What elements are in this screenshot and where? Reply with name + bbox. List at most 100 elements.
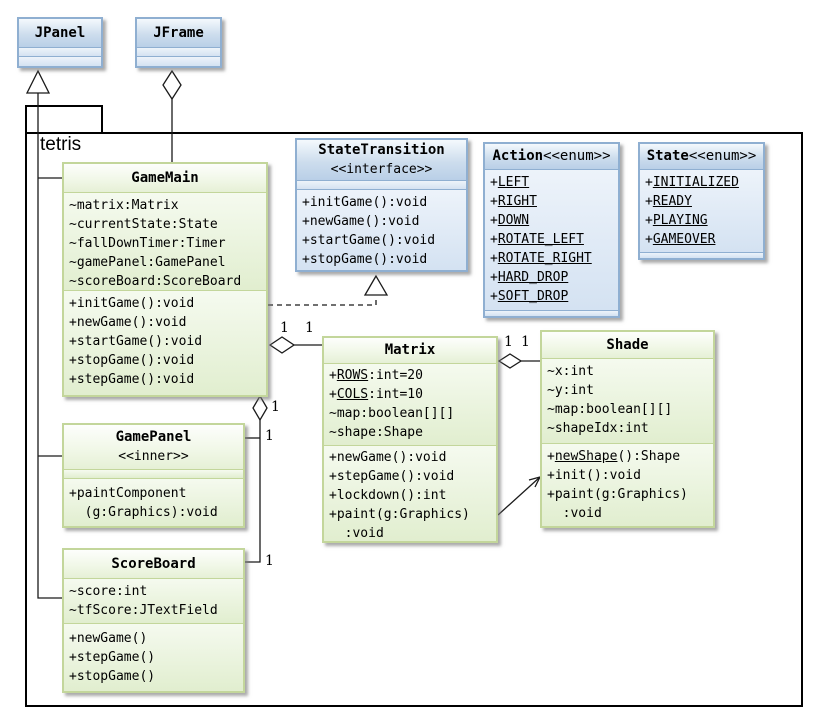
stereotype-inner: <<inner>> xyxy=(118,449,189,464)
interface-statetransition-methods: +initGame():void +newGame():void +startG… xyxy=(297,189,466,270)
method-row: +stopGame() xyxy=(69,669,156,684)
class-scoreboard-attrs: ~score:int ~tfScore:JTextField xyxy=(64,578,243,623)
enum-state[interactable]: State<<enum>> +INITIALIZED +READY +PLAYI… xyxy=(638,142,765,260)
attr-row: ~map:boolean[][] xyxy=(329,406,455,421)
class-matrix-name: Matrix xyxy=(324,338,496,363)
attr-row: ~scoreBoard:ScoreBoard xyxy=(69,274,242,289)
multiplicity-scoreboard-end: 1 xyxy=(265,553,274,569)
class-matrix-attrs: +ROWS:int=20 +COLS:int=10 ~map:boolean[]… xyxy=(324,363,496,445)
method-row: +stepGame():void xyxy=(329,469,455,484)
enum-state-literals: +INITIALIZED +READY +PLAYING +GAMEOVER xyxy=(640,169,763,252)
class-scoreboard[interactable]: ScoreBoard ~score:int ~tfScore:JTextFiel… xyxy=(62,548,245,693)
enum-action-name: Action<<enum>> xyxy=(485,144,618,169)
enum-action-literals: +LEFT +RIGHT +DOWN +ROTATE_LEFT +ROTATE_… xyxy=(485,169,618,310)
class-jframe-name: JFrame xyxy=(137,19,220,47)
attr-row: ~tfScore:JTextField xyxy=(69,603,218,618)
method-row: +startGame():void xyxy=(69,334,203,349)
attr-row: ~gamePanel:GamePanel xyxy=(69,255,226,270)
class-jframe-methods xyxy=(137,56,220,66)
class-jpanel-name: JPanel xyxy=(19,19,101,47)
class-shade-methods: +newShape():Shape +init():void +paint(g:… xyxy=(542,443,713,526)
multiplicity-matrix-shade-dst: 1 xyxy=(521,334,530,350)
interface-statetransition-attrs xyxy=(297,180,466,189)
method-row: +stepGame():void xyxy=(69,372,195,387)
class-gamepanel-name: GamePanel <<inner>> xyxy=(64,425,243,469)
class-scoreboard-methods: +newGame() +stepGame() +stopGame() xyxy=(64,623,243,691)
class-gamemain-methods: +initGame():void +newGame():void +startG… xyxy=(64,290,266,395)
class-shade-attrs: ~x:int ~y:int ~map:boolean[][] ~shapeIdx… xyxy=(542,358,713,443)
enum-literal: +GAMEOVER xyxy=(645,232,716,247)
class-scoreboard-name: ScoreBoard xyxy=(64,550,243,578)
method-row: :void xyxy=(547,506,602,521)
attr-row: ~currentState:State xyxy=(69,217,218,232)
enum-literal: +READY xyxy=(645,194,692,209)
method-row: +stopGame():void xyxy=(69,353,195,368)
attr-row: ~y:int xyxy=(547,383,594,398)
class-jpanel[interactable]: JPanel xyxy=(17,17,103,68)
method-row: +stopGame():void xyxy=(302,252,428,267)
class-jframe[interactable]: JFrame xyxy=(135,17,222,68)
method-row: +initGame():void xyxy=(69,296,195,311)
attr-row: +COLS:int=10 xyxy=(329,387,423,402)
method-row: +paint(g:Graphics) xyxy=(547,487,688,502)
multiplicity-matrix-shade-src: 1 xyxy=(504,334,513,350)
attr-row: ~shapeIdx:int xyxy=(547,421,649,436)
method-row: +lockdown():int xyxy=(329,488,447,503)
package-name: tetris xyxy=(40,134,82,155)
class-shade-name: Shade xyxy=(542,332,713,358)
class-gamemain[interactable]: GameMain ~matrix:Matrix ~currentState:St… xyxy=(62,162,268,397)
multiplicity-gamemain-matrix-dst: 1 xyxy=(305,320,314,336)
attr-row: ~x:int xyxy=(547,364,594,379)
method-row: +stepGame() xyxy=(69,650,156,665)
generalization-triangle-icon xyxy=(25,69,51,94)
class-gamepanel[interactable]: GamePanel <<inner>> +paintComponent (g:G… xyxy=(62,423,245,528)
multiplicity-gamemain-children: 1 xyxy=(271,399,280,415)
attr-row: ~map:boolean[][] xyxy=(547,402,673,417)
method-row: +newGame():void xyxy=(329,450,447,465)
enum-literal: +LEFT xyxy=(490,175,530,190)
class-shade[interactable]: Shade ~x:int ~y:int ~map:boolean[][] ~sh… xyxy=(540,330,715,528)
enum-literal: +INITIALIZED xyxy=(645,175,739,190)
attr-row: ~fallDownTimer:Timer xyxy=(69,236,226,251)
multiplicity-gamemain-matrix-src: 1 xyxy=(280,320,289,336)
enum-action-methods xyxy=(485,310,618,316)
class-jpanel-attrs xyxy=(19,47,101,56)
class-jpanel-methods xyxy=(19,56,101,66)
method-row: +newGame() xyxy=(69,631,148,646)
method-row: +newGame():void xyxy=(302,214,420,229)
enum-literal: +HARD_DROP xyxy=(490,270,569,285)
method-row: +paintComponent xyxy=(69,486,187,501)
method-row: (g:Graphics):void xyxy=(69,505,218,520)
enum-literal: +RIGHT xyxy=(490,194,537,209)
multiplicity-gamepanel-end: 1 xyxy=(265,428,274,444)
method-row: +init():void xyxy=(547,468,641,483)
enum-literal: +PLAYING xyxy=(645,213,708,228)
attr-row: ~score:int xyxy=(69,584,148,599)
enum-literal: +DOWN xyxy=(490,213,530,228)
class-matrix-methods: +newGame():void +stepGame():void +lockdo… xyxy=(324,445,496,541)
interface-statetransition-name: StateTransition <<interface>> xyxy=(297,140,466,180)
attr-row: +ROWS:int=20 xyxy=(329,368,423,383)
method-row: +newGame():void xyxy=(69,315,187,330)
aggregation-diamond-icon-jframe xyxy=(162,69,182,101)
package-tab xyxy=(25,105,103,132)
stereotype-interface: <<interface>> xyxy=(330,162,433,177)
class-gamepanel-attrs xyxy=(64,469,243,478)
enum-literal: +ROTATE_LEFT xyxy=(490,232,584,247)
class-gamemain-name: GameMain xyxy=(64,164,266,192)
class-gamemain-attrs: ~matrix:Matrix ~currentState:State ~fall… xyxy=(64,192,266,290)
enum-state-methods xyxy=(640,252,763,258)
class-jframe-attrs xyxy=(137,47,220,56)
attr-row: ~matrix:Matrix xyxy=(69,198,179,213)
enum-action[interactable]: Action<<enum>> +LEFT +RIGHT +DOWN +ROTAT… xyxy=(483,142,620,318)
class-matrix[interactable]: Matrix +ROWS:int=20 +COLS:int=10 ~map:bo… xyxy=(322,336,498,543)
enum-state-name: State<<enum>> xyxy=(640,144,763,169)
method-row: +newShape():Shape xyxy=(547,449,681,464)
interface-statetransition[interactable]: StateTransition <<interface>> +initGame(… xyxy=(295,138,468,272)
method-row: +initGame():void xyxy=(302,195,428,210)
enum-literal: +ROTATE_RIGHT xyxy=(490,251,592,266)
enum-literal: +SOFT_DROP xyxy=(490,289,569,304)
method-row: :void xyxy=(329,526,384,541)
class-gamepanel-methods: +paintComponent (g:Graphics):void xyxy=(64,478,243,526)
